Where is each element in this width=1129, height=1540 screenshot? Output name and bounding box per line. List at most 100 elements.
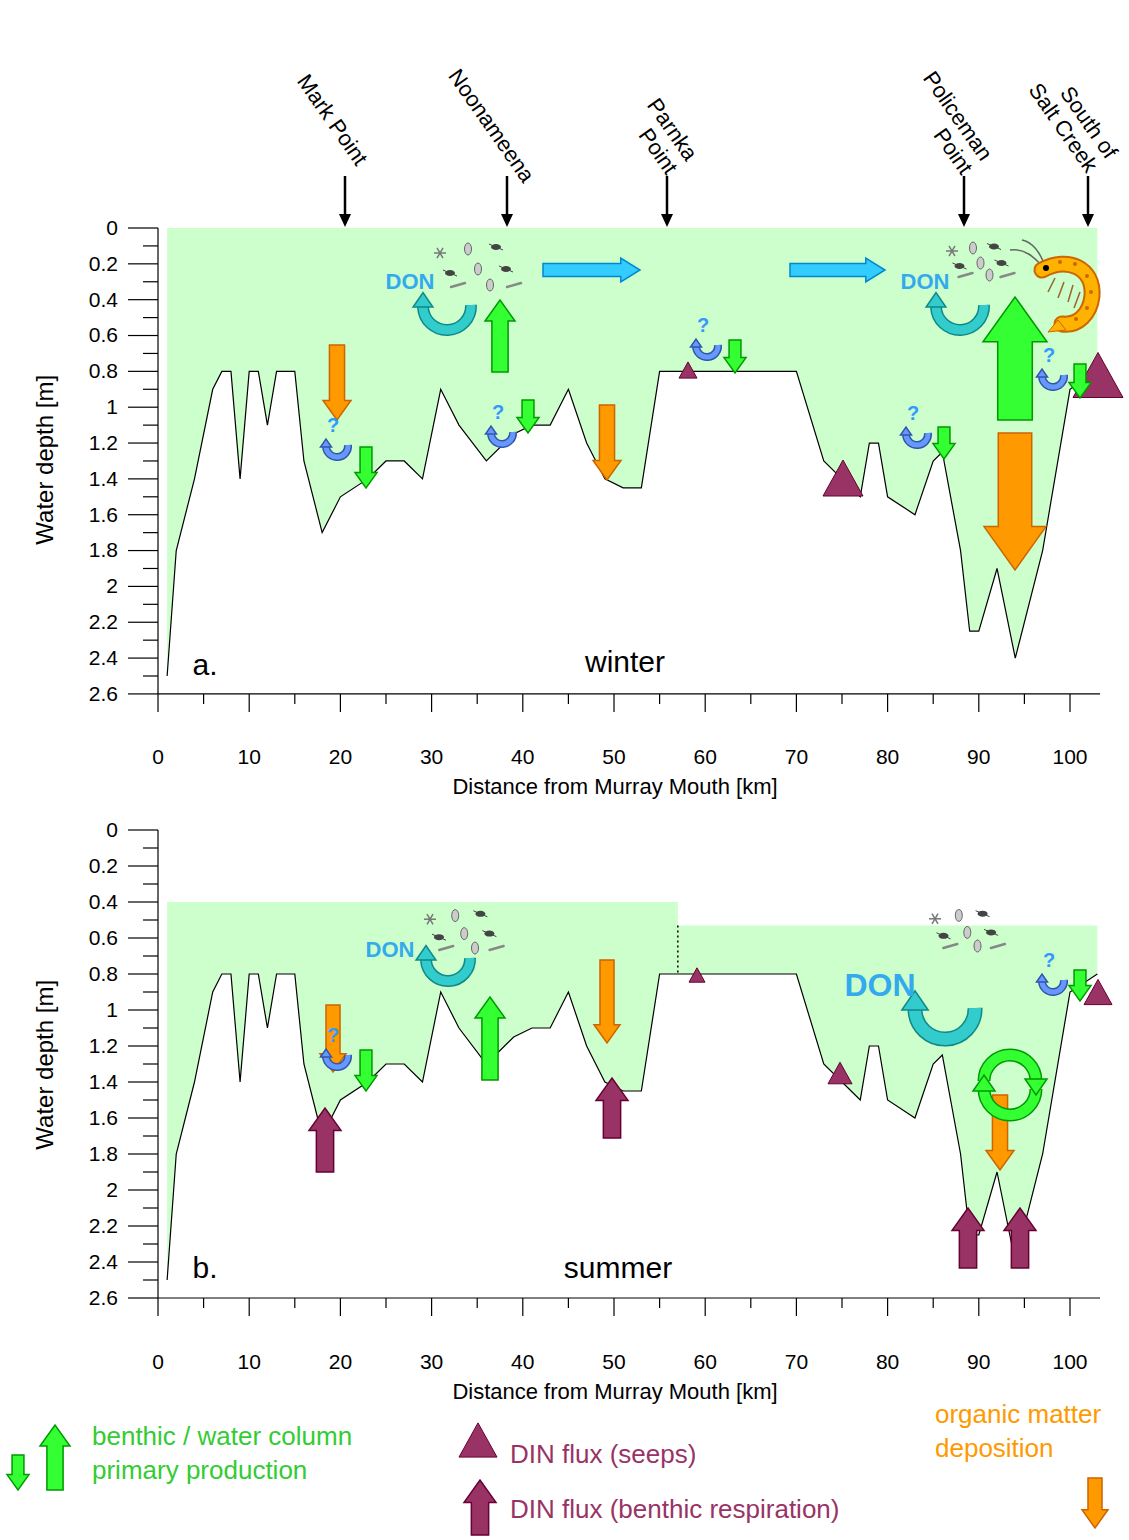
plankton-icon: [487, 279, 494, 291]
recycling-arrow: [984, 1055, 1036, 1081]
tick-label: 2: [106, 1178, 118, 1202]
axis-tick: [143, 1099, 158, 1100]
don-cycle-arrow: [413, 293, 433, 307]
axis-tick: [128, 514, 158, 515]
tick-label: 2: [106, 574, 118, 598]
uptake-arrow: [1037, 974, 1048, 982]
axis-tick: [128, 371, 158, 372]
axis-tick: [128, 586, 158, 587]
tick-label: 80: [876, 1350, 899, 1374]
seep-marker: [689, 968, 705, 982]
shrimp-leg: [1074, 292, 1080, 308]
axis-tick: [128, 693, 158, 694]
axis-tick: [128, 1009, 158, 1010]
axis-tick: [143, 1207, 158, 1208]
seabed-profile: [167, 371, 1097, 676]
legend-symbol: [464, 1480, 496, 1535]
plankton-icon: [490, 946, 504, 950]
recycling-arrow: [973, 1075, 995, 1091]
tick-label: 1.8: [89, 1142, 118, 1166]
shrimp-antenna: [1022, 240, 1044, 264]
site-pointer: [661, 214, 673, 227]
uptake-arrow: [901, 427, 912, 435]
seep-marker: [828, 1062, 852, 1084]
axis-tick: [143, 389, 158, 390]
axis-tick: [796, 694, 797, 712]
axis-tick: [128, 1045, 158, 1046]
axis-tick: [143, 847, 158, 848]
legend-text: DIN flux (benthic respiration): [510, 1493, 839, 1527]
flow-arrow: [790, 258, 885, 282]
axis-tick: [203, 694, 204, 704]
axis-tick: [128, 865, 158, 866]
site-pointer: [339, 214, 351, 227]
tick-label: 1.4: [89, 1070, 118, 1094]
don-cycle-arrow: [423, 305, 471, 330]
deposition-arrow: [323, 345, 351, 420]
x-axis: [158, 693, 1100, 694]
axis-tick: [887, 694, 888, 712]
site-pointer: [1087, 176, 1090, 218]
recycling-arrow: [984, 1055, 1036, 1081]
don-label: DON: [901, 269, 950, 294]
tick-label: 1.4: [89, 467, 118, 491]
tick-label: 80: [876, 745, 899, 769]
plankton-icon: [507, 283, 521, 287]
axis-tick: [157, 1298, 158, 1316]
axis-tick: [143, 955, 158, 956]
axis-tick: [294, 1298, 295, 1308]
season-label: winter: [585, 645, 665, 680]
axis-tick: [1024, 1298, 1025, 1308]
plankton-icon: [937, 933, 951, 939]
axis-tick: [568, 694, 569, 704]
plankton-icon: [974, 940, 981, 952]
axis-tick: [203, 1298, 204, 1308]
axis-tick: [143, 1063, 158, 1064]
unknown-flux-mark: ?: [907, 402, 919, 425]
plankton-icon: [970, 242, 977, 254]
axis-tick: [157, 694, 158, 712]
deposition-arrow: [594, 960, 620, 1043]
axis-tick: [143, 496, 158, 497]
respiration-arrow: [1004, 1208, 1036, 1268]
shrimp-leg: [1058, 282, 1064, 298]
don-cycle-arrow: [915, 1008, 975, 1039]
axis-tick: [249, 1298, 250, 1316]
tick-label: 2.6: [89, 682, 118, 706]
site-pointer: [501, 214, 513, 227]
plankton-icon: [451, 283, 465, 287]
plankton-icon: [986, 269, 993, 281]
tick-label: 0: [152, 745, 164, 769]
axis-tick: [143, 1135, 158, 1136]
plankton-icon: [499, 266, 513, 272]
tick-label: 20: [329, 745, 352, 769]
site-pointer: [506, 176, 509, 218]
legend-text: organic matter deposition: [935, 1398, 1121, 1466]
axis-title: Water depth [m]: [31, 375, 59, 545]
tick-label: 0.6: [89, 323, 118, 347]
tick-label: 50: [602, 1350, 625, 1374]
panel-letter: b.: [192, 1251, 217, 1286]
shrimp-body: [1042, 264, 1092, 324]
plankton-icon: [976, 911, 990, 917]
respiration-arrow: [596, 1078, 628, 1138]
axis-tick: [568, 1298, 569, 1308]
don-cycle-arrow: [416, 946, 436, 960]
unknown-flux-mark: ?: [1043, 344, 1055, 367]
tick-label: 0: [152, 1350, 164, 1374]
tick-label: 50: [602, 745, 625, 769]
legend-symbol: [40, 1425, 70, 1490]
production-arrow: [355, 447, 377, 488]
axis-tick: [385, 694, 386, 704]
don-label: DON: [386, 269, 435, 294]
axis-tick: [143, 317, 158, 318]
plankton-icon: [427, 914, 433, 924]
axis-tick: [143, 604, 158, 605]
axis-tick: [143, 425, 158, 426]
tick-label: 30: [420, 745, 443, 769]
tick-label: 0.2: [89, 252, 118, 276]
plankton-icon: [432, 934, 446, 940]
tick-label: 0.8: [89, 962, 118, 986]
cross-section-panel: [128, 830, 1112, 1316]
